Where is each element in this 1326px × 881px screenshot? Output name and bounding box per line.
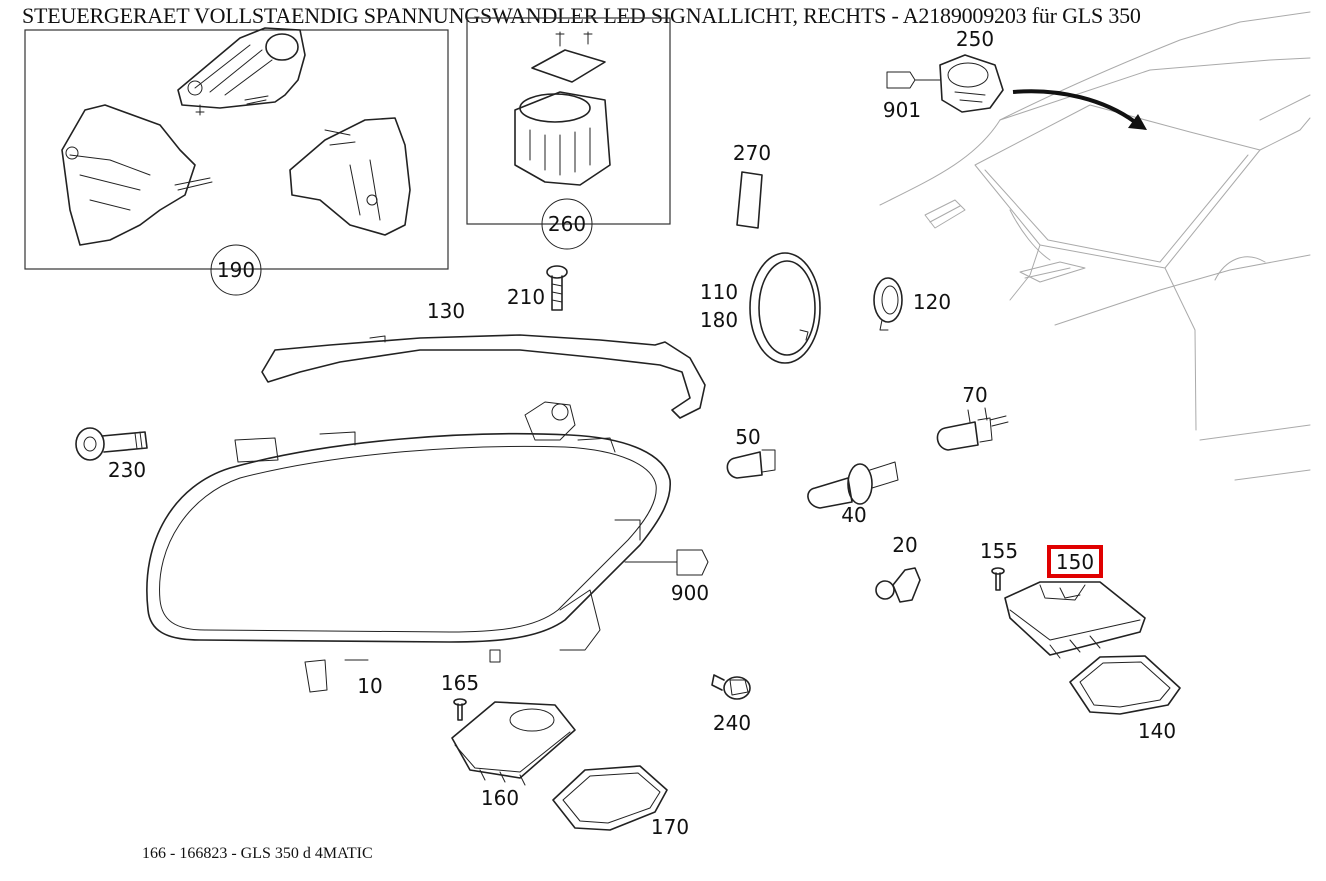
part-270-drawing bbox=[736, 171, 763, 229]
headlamp-drawing bbox=[146, 401, 671, 693]
label-120: 120 bbox=[913, 290, 951, 314]
bracket-assembly-drawing bbox=[61, 27, 411, 246]
connector-900-drawing bbox=[624, 549, 709, 576]
callout-circle-260 bbox=[541, 198, 593, 250]
part-210-drawing bbox=[546, 265, 568, 311]
part-110-180-drawing bbox=[749, 252, 821, 364]
label-130: 130 bbox=[427, 299, 465, 323]
label-50: 50 bbox=[735, 425, 760, 449]
label-150[interactable]: 150 bbox=[1056, 550, 1094, 574]
label-170: 170 bbox=[651, 815, 689, 839]
model-footer: 166 - 166823 - GLS 350 d 4MATIC bbox=[142, 845, 373, 862]
label-260: 260 bbox=[548, 212, 586, 236]
box-260 bbox=[466, 17, 671, 225]
part-150-control-unit-drawing bbox=[1004, 581, 1146, 659]
led-module-drawing bbox=[514, 31, 611, 186]
label-160: 160 bbox=[481, 786, 519, 810]
connector-901-drawing bbox=[886, 71, 941, 89]
car-outline-drawing bbox=[879, 11, 1311, 481]
label-140: 140 bbox=[1138, 719, 1176, 743]
label-20: 20 bbox=[892, 533, 917, 557]
label-250: 250 bbox=[956, 27, 994, 51]
label-10: 10 bbox=[357, 674, 382, 698]
part-50-drawing bbox=[726, 449, 776, 479]
part-155-drawing bbox=[991, 567, 1005, 591]
label-230: 230 bbox=[108, 458, 146, 482]
callout-circle-190 bbox=[210, 244, 262, 296]
label-165: 165 bbox=[441, 671, 479, 695]
diagram-title: STEUERGERAET VOLLSTAENDIG SPANNUNGSWANDL… bbox=[22, 3, 1141, 28]
highlight-box-150[interactable] bbox=[1047, 545, 1103, 578]
location-arrow-head bbox=[1128, 114, 1147, 130]
part-250-drawing bbox=[939, 54, 1004, 113]
part-240-drawing bbox=[711, 674, 751, 700]
label-901: 901 bbox=[883, 98, 921, 122]
label-270: 270 bbox=[733, 141, 771, 165]
part-170-gasket-drawing bbox=[552, 765, 668, 831]
label-110: 110 bbox=[700, 280, 738, 304]
part-165-drawing bbox=[453, 698, 467, 721]
part-40-drawing bbox=[807, 461, 899, 509]
label-240: 240 bbox=[713, 711, 751, 735]
label-70: 70 bbox=[962, 383, 987, 407]
part-120-drawing bbox=[873, 277, 903, 331]
part-140-gasket-drawing bbox=[1069, 655, 1181, 715]
part-230-drawing bbox=[75, 427, 148, 461]
part-160-control-unit-drawing bbox=[451, 701, 576, 786]
part-130-drawing bbox=[261, 334, 706, 419]
label-210: 210 bbox=[507, 285, 545, 309]
location-arrow bbox=[1012, 89, 1137, 124]
label-155: 155 bbox=[980, 539, 1018, 563]
label-900: 900 bbox=[671, 581, 709, 605]
label-180: 180 bbox=[700, 308, 738, 332]
label-40: 40 bbox=[841, 503, 866, 527]
part-70-drawing bbox=[936, 407, 1009, 451]
box-190 bbox=[24, 29, 449, 270]
label-190: 190 bbox=[217, 258, 255, 282]
part-20-drawing bbox=[875, 567, 921, 603]
